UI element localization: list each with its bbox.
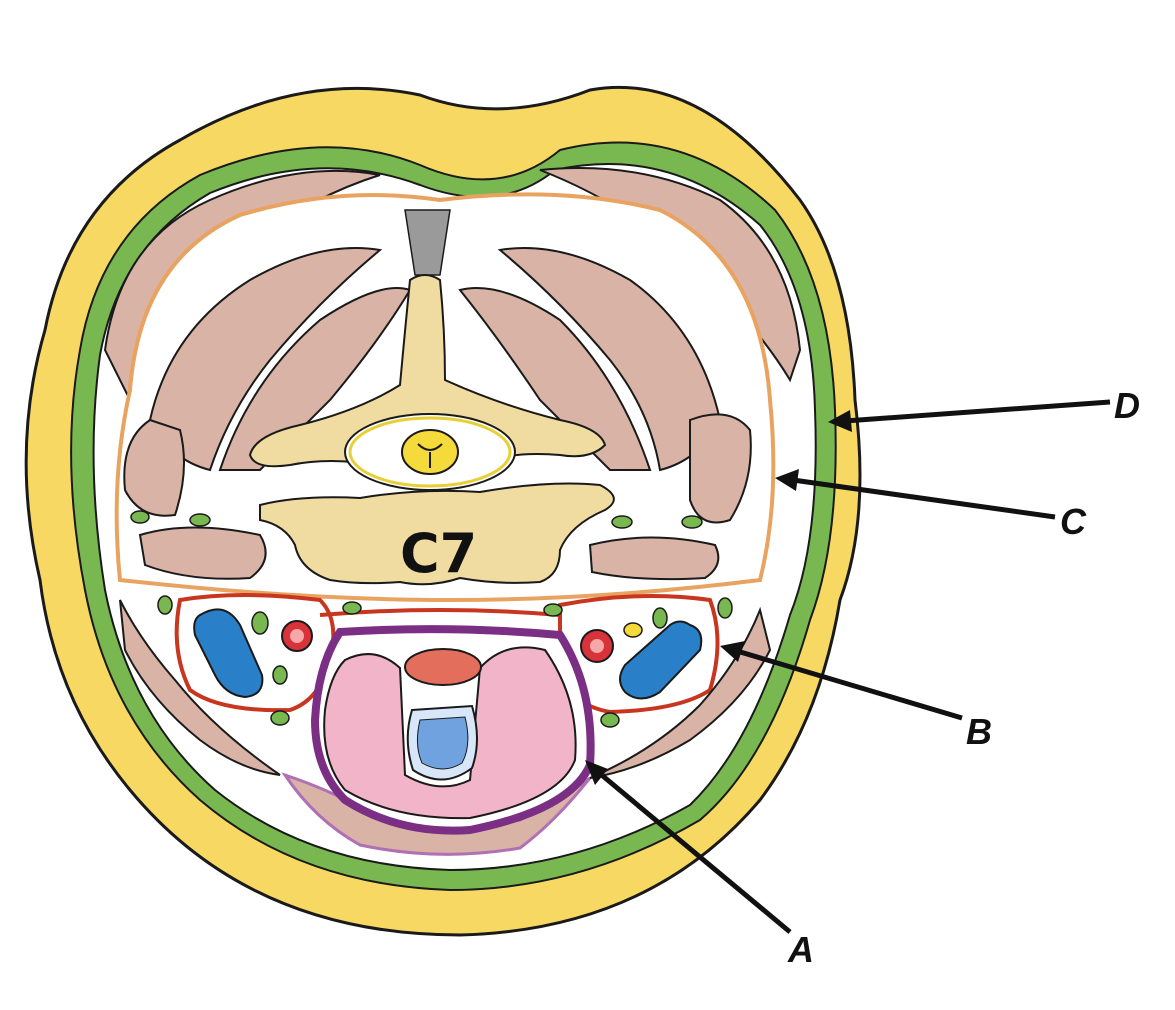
node-a bbox=[158, 596, 172, 614]
common-carotid-artery-left-lumen bbox=[290, 629, 304, 643]
vessel-green-4 bbox=[682, 516, 702, 528]
vessel-green-1 bbox=[131, 511, 149, 523]
common-carotid-artery-right-lumen bbox=[590, 639, 604, 653]
node-e bbox=[343, 602, 361, 614]
vessel-green-2 bbox=[190, 514, 210, 526]
callout-label-b: B bbox=[966, 711, 992, 752]
callout-d-line bbox=[845, 402, 1110, 421]
node-d bbox=[601, 713, 619, 727]
node-b bbox=[718, 598, 732, 618]
vessel-green-3 bbox=[612, 516, 632, 528]
node-left bbox=[273, 666, 287, 684]
vertebra-label: C7 bbox=[400, 522, 477, 585]
node-c bbox=[271, 711, 289, 725]
trachea-lumen bbox=[417, 717, 467, 769]
node-right bbox=[653, 608, 667, 628]
longus-right bbox=[590, 538, 718, 580]
callout-label-a: A bbox=[787, 929, 814, 970]
vagus-right bbox=[624, 623, 642, 637]
callout-label-c: C bbox=[1060, 501, 1087, 542]
vagus-left bbox=[252, 612, 268, 634]
callout-label-d: D bbox=[1114, 385, 1140, 426]
esophagus bbox=[405, 649, 481, 685]
node-f bbox=[544, 604, 562, 616]
